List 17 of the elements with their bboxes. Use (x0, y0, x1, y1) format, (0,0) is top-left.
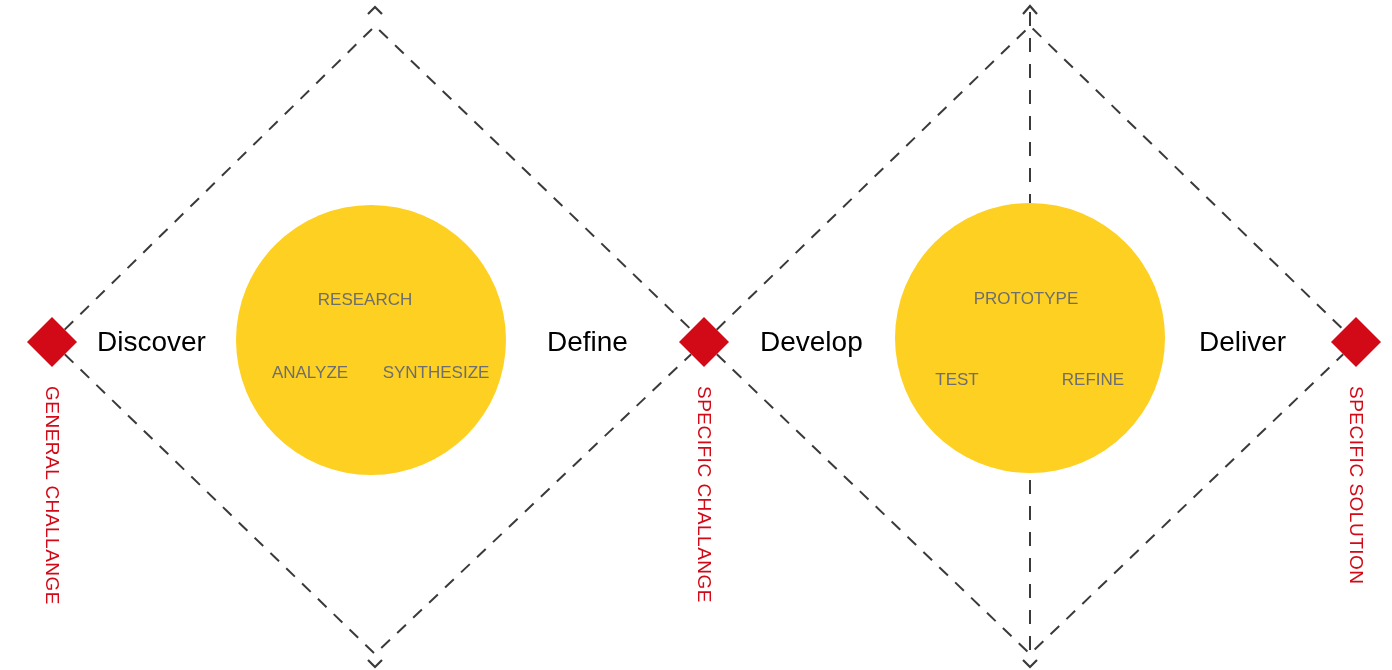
phase-label: Discover (97, 325, 206, 359)
activity-label: REFINE (1061, 369, 1125, 392)
phase-label: Deliver (1199, 325, 1287, 359)
activity-label: RESEARCH (317, 289, 413, 312)
activity-label: TEST (935, 369, 979, 392)
activity-label: PROTOTYPE (973, 288, 1079, 311)
activity-label: ANALYZE (271, 362, 349, 385)
milestone-label: GENERAL CHALLANGE (43, 386, 62, 605)
milestone-diamond (27, 317, 77, 367)
phase-label: Develop (760, 325, 863, 359)
dashed-connector (63, 353, 693, 656)
milestone-label: SPECIFIC CHALLANGE (695, 386, 714, 603)
phase-label: Define (547, 325, 628, 359)
milestone-diamond (1331, 317, 1381, 367)
milestone-label: SPECIFIC SOLUTION (1347, 386, 1366, 585)
milestone-diamond (679, 317, 729, 367)
activity-label: SYNTHESIZE (382, 362, 490, 385)
